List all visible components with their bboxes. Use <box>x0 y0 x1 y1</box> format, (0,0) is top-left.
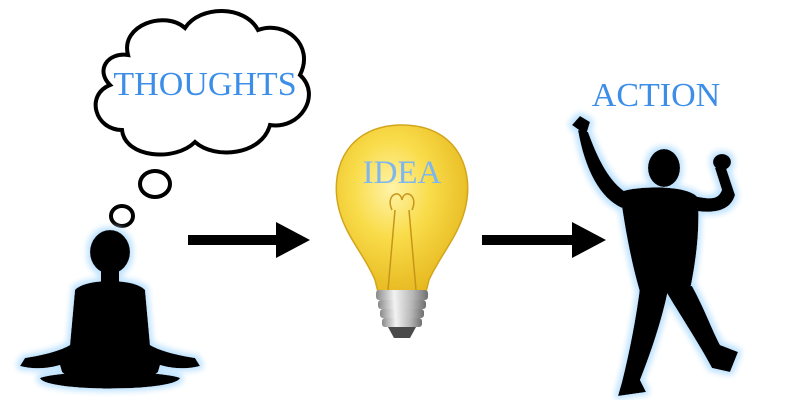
thought-cloud-icon <box>93 9 311 228</box>
thoughts-label: THOUGHTS <box>113 66 296 103</box>
action-label: ACTION <box>592 77 720 114</box>
light-bulb-icon <box>335 124 469 338</box>
meditating-person-silhouette-icon <box>20 230 200 389</box>
idea-label: IDEA <box>363 155 442 191</box>
right-arrow-icon <box>482 222 606 258</box>
right-arrow-icon <box>188 222 310 258</box>
celebrating-person-silhouette-icon <box>572 116 738 396</box>
